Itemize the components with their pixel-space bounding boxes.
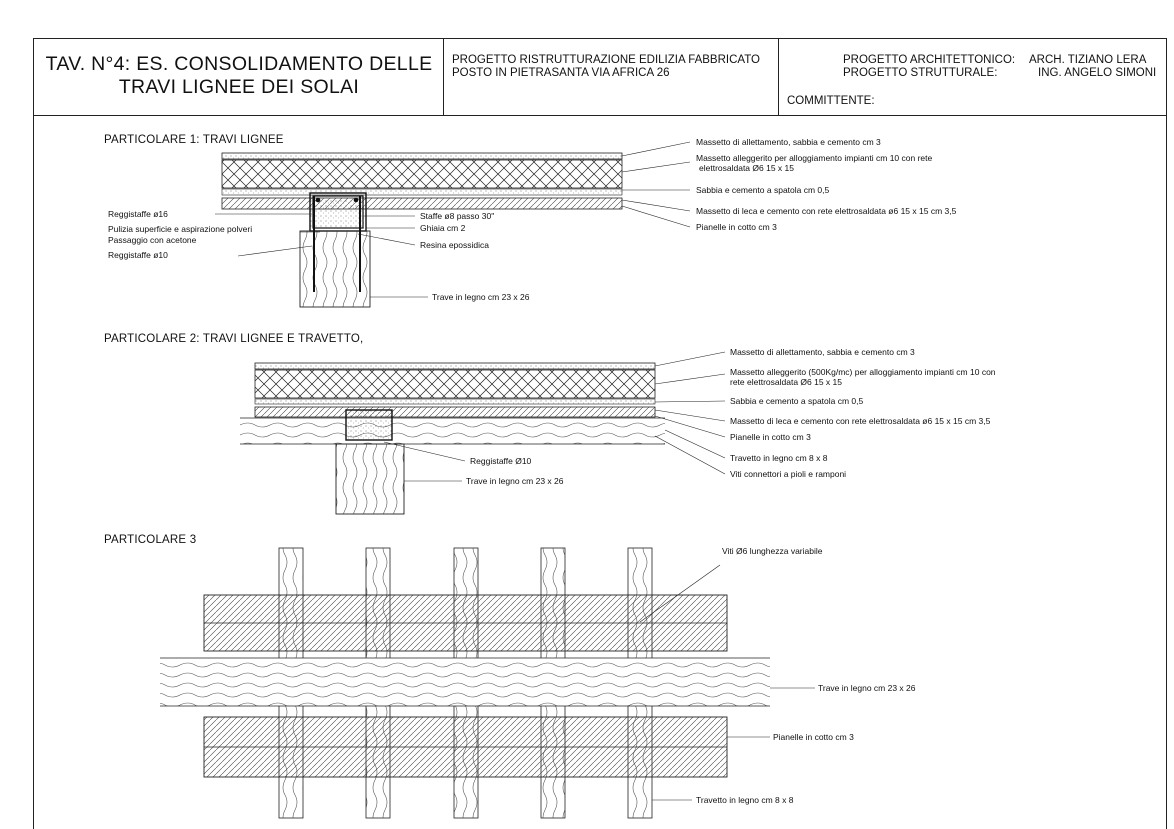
p3-pianelle-label: Pianelle in cotto cm 3 [773,732,854,742]
committente-label: COMMITTENTE: [787,95,875,107]
p2-massetto-alleggerito-label-2: rete elettrosaldata Ø6 15 x 15 [730,377,842,387]
designers-cell: PROGETTO ARCHITETTONICO: ARCH. TIZIANO L… [779,39,1166,115]
p2-massetto-leca-label: Massetto di leca e cemento con rete elet… [730,416,991,426]
p2-viti-label: Viti connettori a pioli e ramponi [730,469,847,479]
p2-sabbia-label: Sabbia e cemento a spatola cm 0,5 [730,396,864,406]
p2-pianelle-label: Pianelle in cotto cm 3 [730,432,811,442]
p2-travetto-label: Travetto in legno cm 8 x 8 [730,453,828,463]
title-block: TAV. N°4: ES. CONSOLIDAMENTO DELLE TRAVI… [34,39,1166,116]
p1-ghiaia-label: Ghiaia cm 2 [420,223,466,233]
part2-section [240,351,726,515]
p1-pulizia-label: Pulizia superficie e aspirazione polveri [108,224,253,234]
project-line2: POSTO IN PIETRASANTA VIA AFRICA 26 [452,67,670,79]
arch-label: PROGETTO ARCHITETTONICO: [843,54,1016,66]
project-cell: PROGETTO RISTRUTTURAZIONE EDILIZIA FABBR… [444,39,779,115]
p1-massetto-alleggerito-label-2: elettrosaldata Ø6 15 x 15 [699,163,794,173]
part3-heading: PARTICOLARE 3 [104,534,197,546]
arch-name: ARCH. TIZIANO LERA [1029,54,1147,66]
part3-section [160,547,815,819]
strut-name: ING. ANGELO SIMONI [1038,67,1157,79]
part1-section [215,141,691,308]
p1-passaggio-label: Passaggio con acetone [108,235,197,245]
p2-reggistaffe10-label: Reggistaffe Ø10 [470,456,532,466]
p1-reggistaffe16-label: Reggistaffe ø16 [108,209,168,219]
part1-heading: PARTICOLARE 1: TRAVI LIGNEE [104,134,284,146]
p1-resina-label: Resina epossidica [420,240,489,250]
p1-pianelle-label: Pianelle in cotto cm 3 [696,222,777,232]
p1-massetto-alleggerito-label-1: Massetto alleggerito per alloggiamento i… [696,153,933,163]
strut-label: PROGETTO STRUTTURALE: [843,67,998,79]
p1-reggistaffe10-label: Reggistaffe ø10 [108,250,168,260]
p3-trave-label: Trave in legno cm 23 x 26 [818,683,916,693]
p1-massetto-leca-label: Massetto di leca e cemento con rete elet… [696,206,957,216]
p3-viti-label: Viti Ø6 lunghezza variabile [722,546,823,556]
p2-trave-label: Trave in legno cm 23 x 26 [466,476,564,486]
part2-heading: PARTICOLARE 2: TRAVI LIGNEE E TRAVETTO, [104,333,364,345]
p1-staffe-label: Staffe ø8 passo 30" [420,211,495,221]
title-cell: TAV. N°4: ES. CONSOLIDAMENTO DELLE TRAVI… [34,39,444,115]
drawing-sheet: TAV. N°4: ES. CONSOLIDAMENTO DELLE TRAVI… [33,38,1167,829]
p1-massetto-allettamento-label: Massetto di allettamento, sabbia e cemen… [696,137,881,147]
p2-massetto-allettamento-label: Massetto di allettamento, sabbia e cemen… [730,347,915,357]
drawing-title-line2: TRAVI LIGNEE DEI SOLAI [118,76,360,98]
p2-massetto-alleggerito-label-1: Massetto alleggerito (500Kg/mc) per allo… [730,367,996,377]
project-line1: PROGETTO RISTRUTTURAZIONE EDILIZIA FABBR… [452,54,760,66]
drawing-title-line1: TAV. N°4: ES. CONSOLIDAMENTO DELLE [45,53,433,75]
p3-travetto-label: Travetto in legno cm 8 x 8 [696,795,794,805]
p1-sabbia-label: Sabbia e cemento a spatola cm 0,5 [696,185,830,195]
p1-trave-label: Trave in legno cm 23 x 26 [432,292,530,302]
